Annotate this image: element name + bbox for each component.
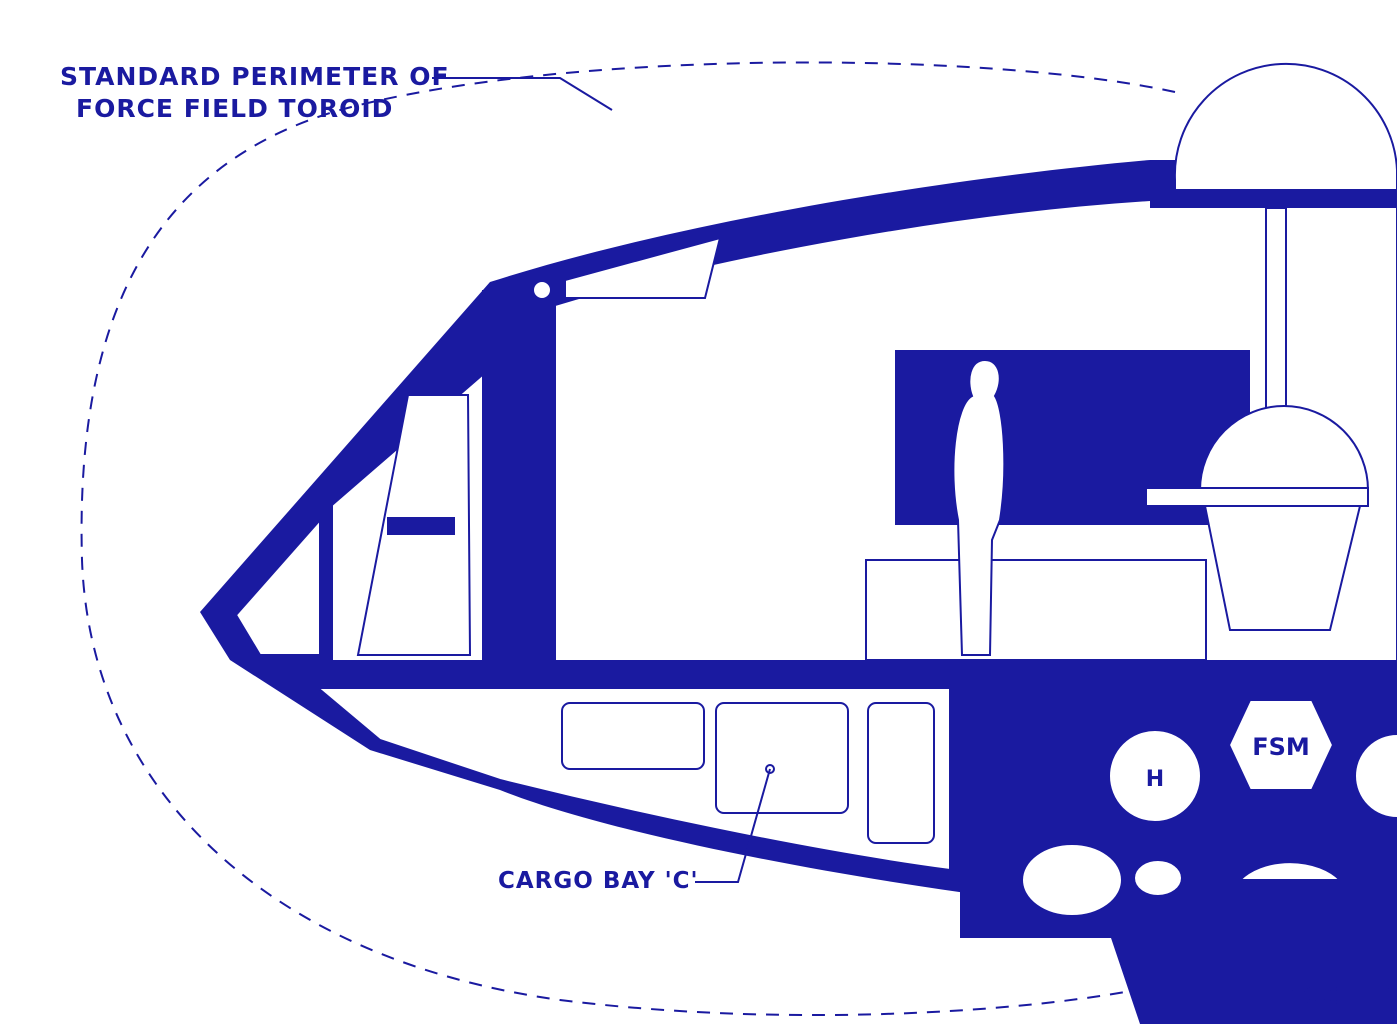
cargo-bay-label: CARGO BAY 'C' xyxy=(498,868,699,894)
nose-compartment xyxy=(234,517,321,656)
cargo-panel-2 xyxy=(715,702,849,814)
pod-h xyxy=(1108,729,1202,823)
door-handle[interactable] xyxy=(387,517,455,535)
crew-silhouette xyxy=(952,358,1006,656)
force-field-leader xyxy=(432,77,613,111)
fgc-label: FGC xyxy=(1286,984,1341,1010)
cargo-panel-3 xyxy=(867,702,935,844)
cargo-panel-1 xyxy=(561,702,705,770)
control-console-top xyxy=(1145,487,1369,507)
force-field-label-line1: STANDARD PERIMETER OF xyxy=(60,62,450,91)
top-dome xyxy=(1173,62,1397,191)
fgc-leader xyxy=(1348,944,1397,996)
pod-h-label: H xyxy=(1146,767,1164,792)
ridge-slot xyxy=(564,236,722,299)
pod-fsm xyxy=(1227,699,1335,791)
pod-right-edge xyxy=(1354,733,1397,819)
lower-pod-2 xyxy=(1133,859,1183,897)
cargo-leader xyxy=(695,768,771,883)
bridge-console xyxy=(865,559,1207,661)
control-dome xyxy=(1198,405,1370,491)
control-pedestal xyxy=(1203,505,1362,631)
force-field-perimeter xyxy=(80,61,1176,1017)
deck-floor xyxy=(300,660,1397,688)
pod-fsm-label: FSM xyxy=(1252,733,1310,761)
bulkhead xyxy=(482,290,548,662)
hull-porthole xyxy=(532,280,552,300)
lower-pod-3 xyxy=(1237,861,1343,881)
force-field-label-line2: FORCE FIELD TOROID xyxy=(76,94,394,123)
lower-pod-1 xyxy=(1021,843,1123,917)
